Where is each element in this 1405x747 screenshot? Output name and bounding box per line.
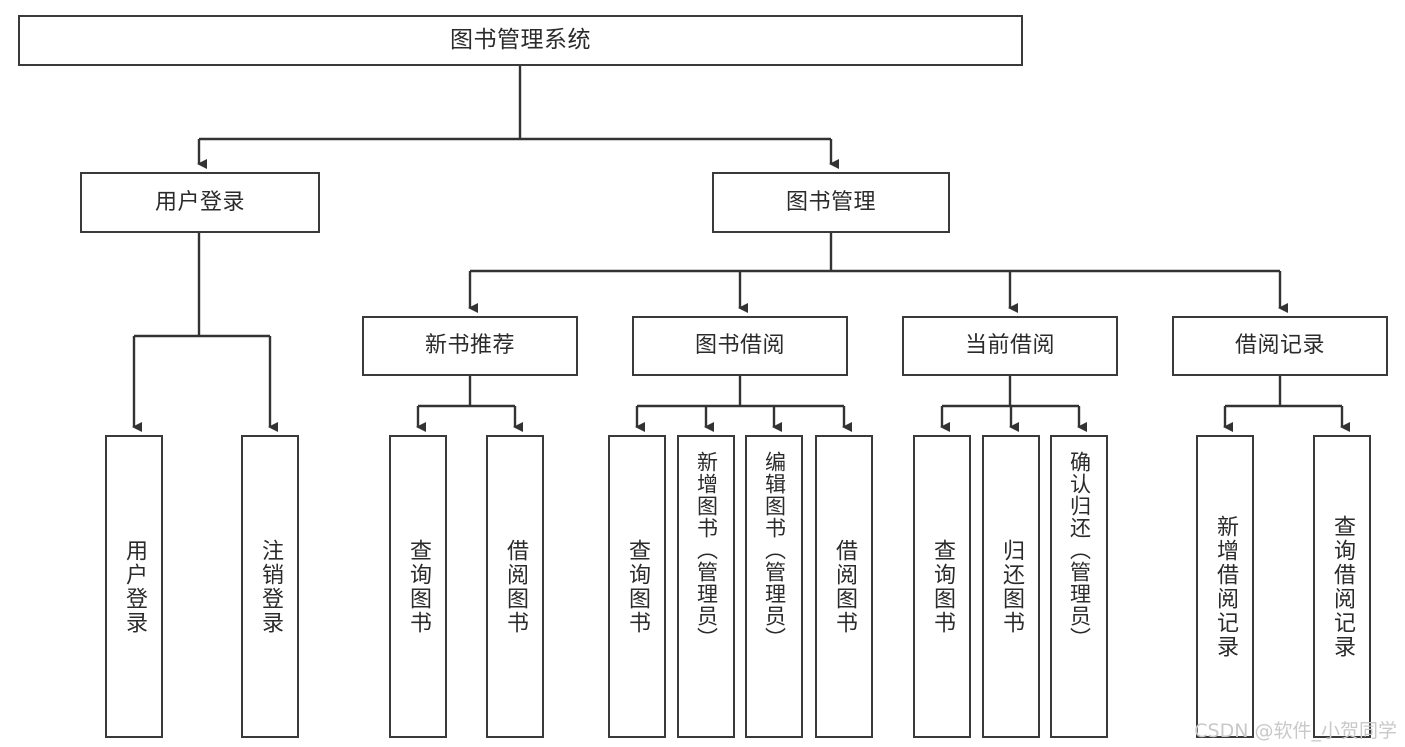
node-label: 查询图书: [625, 538, 650, 635]
node-label: 当前借阅: [964, 333, 1055, 359]
node-root[interactable]: 图书管理系统: [18, 15, 1023, 66]
node-label: 确认归还（管理员）: [1067, 451, 1092, 649]
leaf-borrow-book-recommend[interactable]: 借阅图书: [486, 435, 544, 738]
node-label: 查询图书: [406, 538, 431, 635]
leaf-query-book-borrow[interactable]: 查询图书: [608, 435, 666, 738]
leaf-edit-book-admin[interactable]: 编辑图书（管理员）: [745, 435, 803, 738]
node-label: 图书管理: [785, 189, 876, 215]
node-label: 用户登录: [122, 538, 147, 635]
node-current-borrow[interactable]: 当前借阅: [902, 316, 1118, 376]
node-book-management[interactable]: 图书管理: [712, 172, 950, 233]
leaf-add-book-admin[interactable]: 新增图书（管理员）: [677, 435, 735, 738]
leaf-borrow-book[interactable]: 借阅图书: [815, 435, 873, 738]
watermark: CSDN @软件_小贺同学: [1194, 720, 1397, 742]
leaf-query-book-recommend[interactable]: 查询图书: [389, 435, 447, 738]
leaf-return-book[interactable]: 归还图书: [982, 435, 1040, 738]
leaf-logout[interactable]: 注销登录: [241, 435, 299, 738]
node-label: 借阅记录: [1234, 333, 1325, 359]
leaf-add-borrow-record[interactable]: 新增借阅记录: [1196, 435, 1254, 738]
node-label: 新增图书（管理员）: [694, 451, 719, 649]
node-label: 图书管理系统: [450, 27, 591, 54]
node-label: 查询图书: [930, 538, 955, 635]
leaf-user-login[interactable]: 用户登录: [105, 435, 163, 738]
node-label: 图书借阅: [694, 333, 785, 359]
node-user-login[interactable]: 用户登录: [80, 172, 320, 233]
leaf-confirm-return-admin[interactable]: 确认归还（管理员）: [1050, 435, 1108, 738]
node-label: 注销登录: [258, 538, 283, 635]
node-borrow-record[interactable]: 借阅记录: [1172, 316, 1388, 376]
leaf-query-book-current[interactable]: 查询图书: [913, 435, 971, 738]
node-label: 归还图书: [999, 538, 1024, 635]
node-label: 查询借阅记录: [1330, 514, 1355, 659]
node-label: 用户登录: [154, 189, 245, 215]
node-label: 新增借阅记录: [1213, 514, 1238, 659]
node-new-book-recommend[interactable]: 新书推荐: [362, 316, 578, 376]
node-label: 借阅图书: [503, 538, 528, 635]
node-label: 新书推荐: [424, 333, 515, 359]
leaf-query-borrow-record[interactable]: 查询借阅记录: [1313, 435, 1371, 738]
node-label: 借阅图书: [832, 538, 857, 635]
node-book-borrow[interactable]: 图书借阅: [632, 316, 848, 376]
node-label: 编辑图书（管理员）: [762, 451, 787, 649]
